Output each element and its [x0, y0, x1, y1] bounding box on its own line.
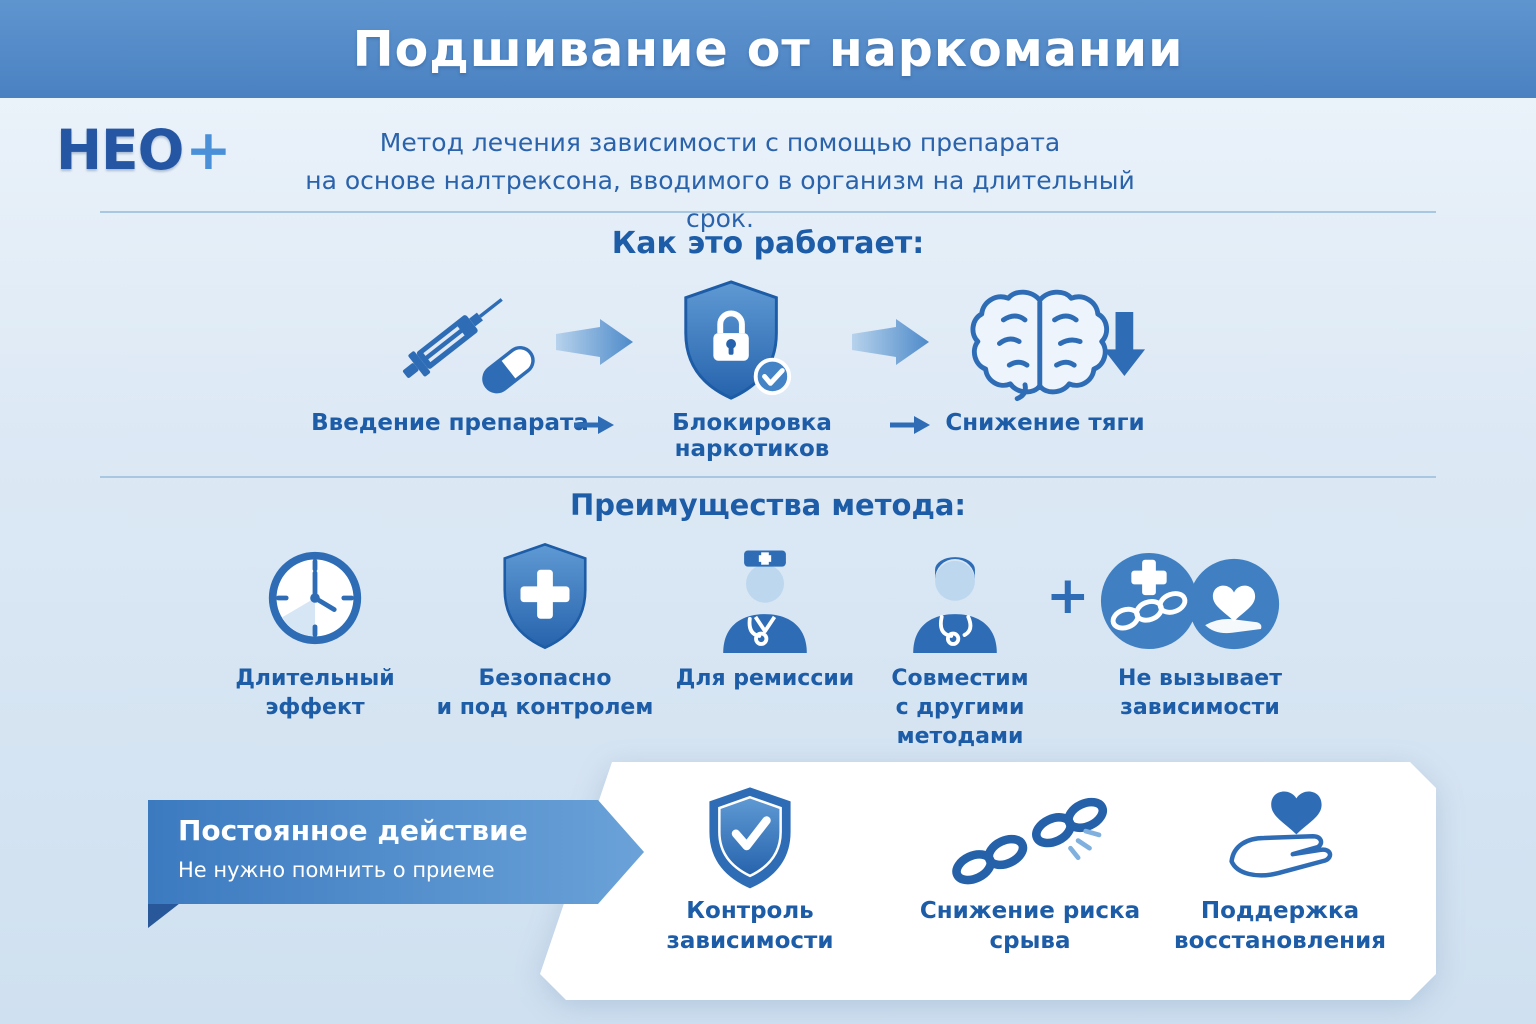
ribbon-title: Постоянное действие — [178, 814, 528, 847]
shield-cross-icon — [492, 540, 598, 652]
broken-chain-icon — [945, 795, 1120, 890]
step-label-blocking: Блокировка наркотиков — [672, 410, 832, 462]
plus-symbol: + — [1046, 566, 1090, 626]
step-label-injection: Введение препарата — [311, 410, 589, 436]
benefit-label-non-addictive: Не вызывает зависимости — [1118, 666, 1282, 720]
medic-stethoscope-icon — [898, 540, 1012, 654]
clock-icon — [265, 548, 365, 648]
intro-description: Метод лечения зависимости с помощью преп… — [305, 128, 1135, 233]
chain-cross-circle-icon — [1098, 550, 1200, 652]
shield-check-icon — [700, 784, 800, 890]
logo-text: НЕО — [56, 118, 184, 182]
benefit-label-safe: Безопасно и под контролем — [436, 666, 654, 720]
ribbon-subtitle: Не нужно помнить о приеме — [178, 858, 495, 882]
ribbon-fold — [148, 900, 184, 928]
benefits-heading: Преимущества метода: — [569, 488, 967, 522]
clinic-logo: НЕО+ — [56, 118, 231, 182]
shield-lock-icon — [672, 276, 800, 406]
divider-line — [100, 476, 1436, 478]
arrow-right-icon — [572, 412, 616, 438]
arrow-right-icon — [888, 412, 932, 438]
footer-label-recovery-support: Поддержка восстановления — [1174, 898, 1386, 954]
page-title: Подшивание от наркомании — [352, 20, 1184, 78]
benefit-label-long-effect: Длительный эффект — [235, 666, 395, 720]
permanent-action-ribbon: Постоянное действие Не нужно помнить о п… — [148, 800, 644, 904]
header-banner: Подшивание от наркомании — [0, 0, 1536, 98]
syringe-capsule-icon — [388, 282, 546, 402]
flow-arrow-icon — [852, 318, 930, 366]
benefit-label-remission: Для ремиссии — [675, 666, 855, 691]
footer-label-control: Контроль зависимости — [666, 898, 834, 954]
logo-plus-icon: + — [185, 118, 232, 182]
doctor-icon — [708, 540, 822, 654]
how-it-works-heading: Как это работает: — [611, 226, 925, 261]
step-label-craving-reduction: Снижение тяги — [945, 410, 1145, 436]
hand-heart-icon — [1212, 784, 1352, 892]
divider-line — [100, 211, 1436, 213]
brain-decrease-icon — [966, 282, 1148, 406]
benefit-label-compatible: Совместим с другими методами — [891, 666, 1029, 749]
footer-label-relapse-risk: Снижение риска срыва — [919, 898, 1141, 954]
flow-arrow-icon — [556, 318, 634, 366]
heart-hand-circle-icon — [1186, 556, 1282, 652]
